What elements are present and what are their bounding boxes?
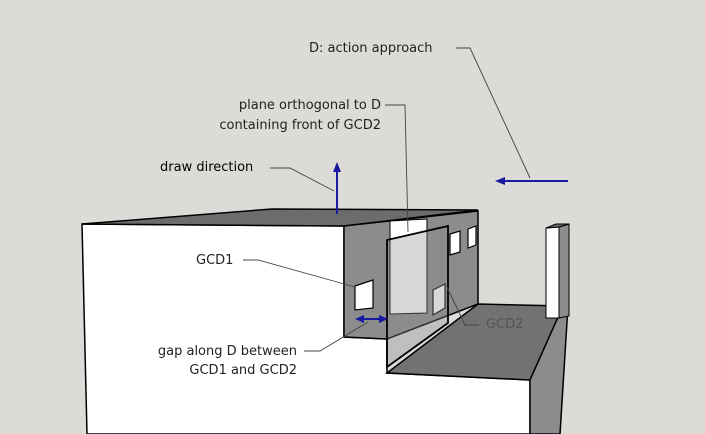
leader-draw-direction	[270, 167, 335, 192]
door-opening	[389, 218, 428, 315]
pillar-front	[545, 226, 560, 319]
gcd2-window	[432, 283, 446, 317]
label-gap-line2: GCD1 and GCD2	[189, 363, 297, 378]
label-gcd2: GCD2	[486, 317, 524, 332]
gcd1-window	[354, 279, 374, 311]
leader-gcd1	[243, 259, 356, 288]
window-upper-1	[449, 230, 461, 256]
leader-action-approach	[456, 47, 531, 179]
window-upper-2	[467, 225, 477, 249]
leader-gap	[304, 321, 369, 352]
approach-direction-arrow	[495, 177, 568, 185]
label-gap-line1: gap along D between	[157, 344, 297, 359]
label-plane-line2: containing front of GCD2	[219, 118, 381, 133]
leader-gcd2	[446, 286, 479, 326]
label-plane-line1: plane orthogonal to D	[238, 98, 381, 113]
label-action-approach: D: action approach	[309, 41, 433, 56]
leader-plane	[385, 104, 409, 233]
draw-direction-arrow	[333, 162, 341, 214]
pillar-top	[545, 223, 570, 229]
label-gcd1: GCD1	[196, 253, 234, 268]
label-draw-direction: draw direction	[160, 160, 254, 175]
pillar-side	[558, 223, 570, 319]
gap-double-arrow	[355, 315, 388, 323]
gcd2-plane	[386, 224, 449, 369]
